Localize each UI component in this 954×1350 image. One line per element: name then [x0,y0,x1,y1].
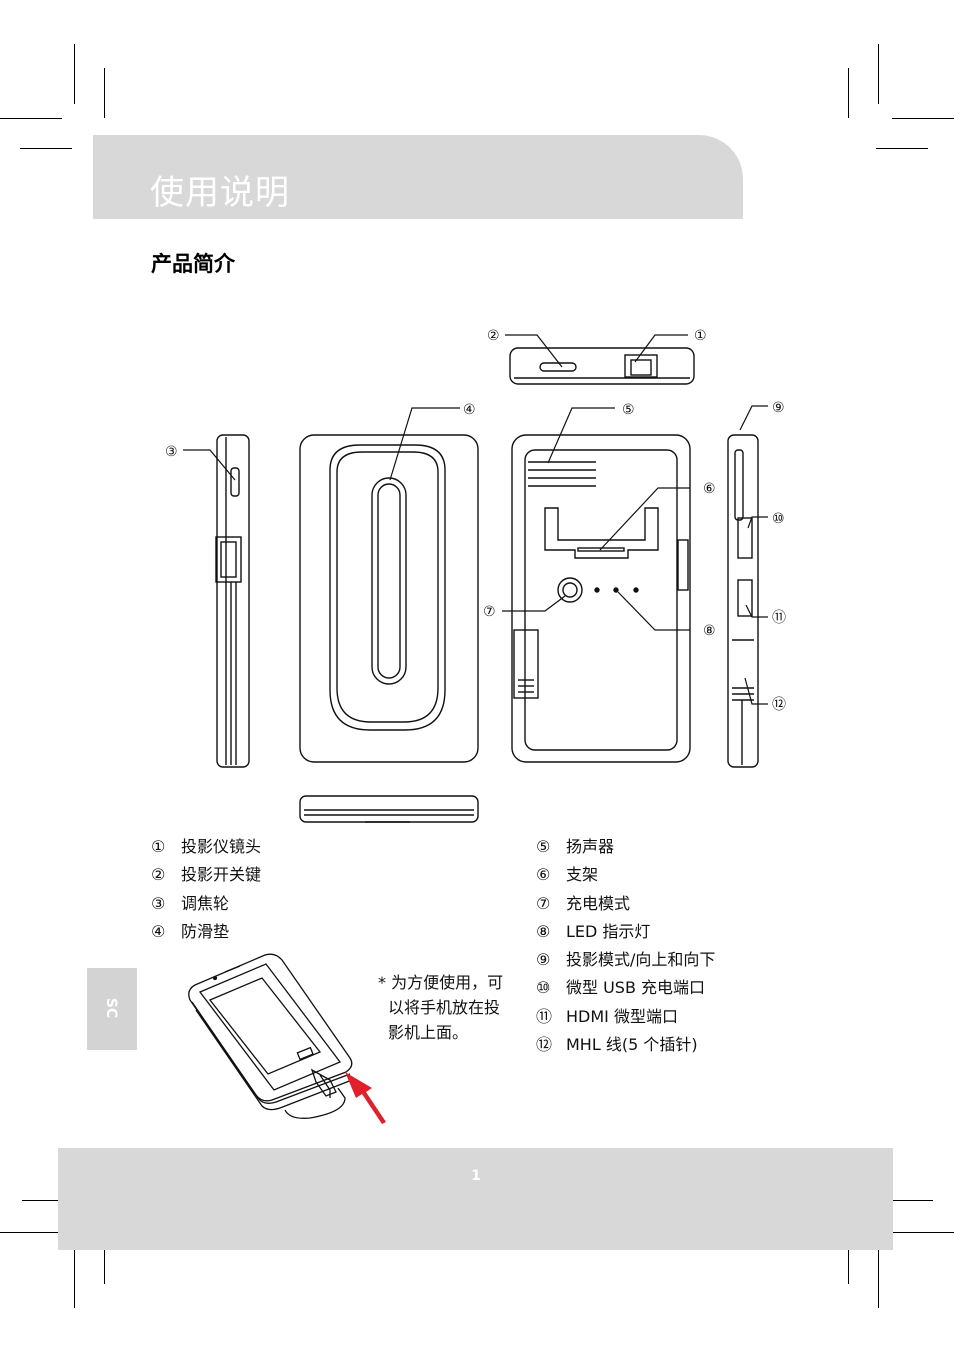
legend-item: ⑥ 支架 [536,861,715,889]
legend-label: 投影开关键 [181,865,262,885]
legend-label: LED 指示灯 [566,921,651,941]
callout-11: ⑪ [772,610,786,626]
legend-label: HDMI 微型端口 [566,1006,678,1026]
callout-4: ④ [463,402,476,418]
callout-5: ⑤ [622,402,635,418]
projector-back-view [511,434,691,763]
legend-number: ⑪ [536,1006,553,1026]
legend-label: 支架 [566,865,599,885]
legend-item: ⑫ MHL 线(5 个插针) [536,1031,715,1059]
legend-item: ⑧ LED 指示灯 [536,918,715,946]
page-number: 1 [471,1168,481,1184]
legend-number: ⑧ [536,921,551,941]
callout-8: ⑧ [703,623,716,639]
callout-6: ⑥ [703,481,716,497]
projector-top-view [509,347,695,385]
projector-right-side-view [727,434,759,768]
legend-number: ③ [151,893,166,913]
callout-leader-lines [183,334,768,705]
legend-label: 微型 USB 充电端口 [566,978,706,998]
section-title: 产品简介 [151,252,235,276]
footer-bar [58,1148,893,1250]
legend-number: ② [151,865,166,885]
header-bar [93,135,743,219]
legend-number: ⑫ [536,1035,553,1055]
arrow-icon [345,1072,386,1124]
callout-7: ⑦ [483,604,496,620]
callout-9: ⑨ [772,400,785,416]
legend-label: 调焦轮 [181,893,230,913]
page-title: 使用说明 [150,173,290,213]
legend-number: ⑦ [536,893,551,913]
usage-note: * 为方便使用，可 以将手机放在投 影机上面。 [378,970,503,1045]
legend-item: ① 投影仪镜头 [151,833,261,861]
legend-item: ⑨ 投影模式/向上和向下 [536,946,715,974]
legend-label: MHL 线(5 个插针) [566,1035,698,1055]
language-tab-label: SC [103,997,120,1019]
note-line-1: * 为方便使用，可 [378,973,504,992]
legend-label: 防滑垫 [181,921,230,941]
legend-number: ① [151,837,166,856]
projector-left-side-view [215,434,250,768]
legend-number: ⑥ [536,865,551,885]
legend-label: 充电模式 [566,893,631,913]
legend-item: ⑦ 充电模式 [536,890,715,918]
legend-item: ⑪ HDMI 微型端口 [536,1003,715,1031]
note-line-2: 以将手机放在投 [388,998,501,1017]
note-line-3: 影机上面。 [388,1023,469,1042]
language-tab [87,968,137,1050]
projector-front-view [299,434,479,763]
callout-12: ⑫ [772,697,786,713]
legend-right: ⑤ 扬声器 ⑥ 支架 ⑦ 充电模式 ⑧ LED 指示灯 ⑨ 投影模式/向上和向下 ⑩ 微型 … [536,833,715,1059]
callout-2: ② [487,328,500,344]
legend-left: ① 投影仪镜头 ② 投影开关键 ③ 调焦轮 ④ 防滑垫 [151,833,261,946]
callout-1: ① [694,328,707,344]
phone-illustration [188,953,353,1119]
callout-10: ⑩ [772,511,785,527]
callout-3: ③ [165,444,178,460]
legend-number: ⑨ [536,950,551,970]
legend-item: ⑤ 扬声器 [536,833,715,861]
projector-bottom-view [299,795,479,823]
legend-item: ⑩ 微型 USB 充电端口 [536,974,715,1002]
legend-item: ③ 调焦轮 [151,890,261,918]
legend-number: ⑤ [536,837,551,856]
legend-label: 投影模式/向上和向下 [566,950,716,970]
legend-label: 投影仪镜头 [181,837,262,856]
legend-item: ② 投影开关键 [151,861,261,889]
legend-number: ⑩ [536,978,551,998]
legend-number: ④ [151,921,166,941]
legend-label: 扬声器 [566,837,615,856]
legend-item: ④ 防滑垫 [151,918,261,946]
